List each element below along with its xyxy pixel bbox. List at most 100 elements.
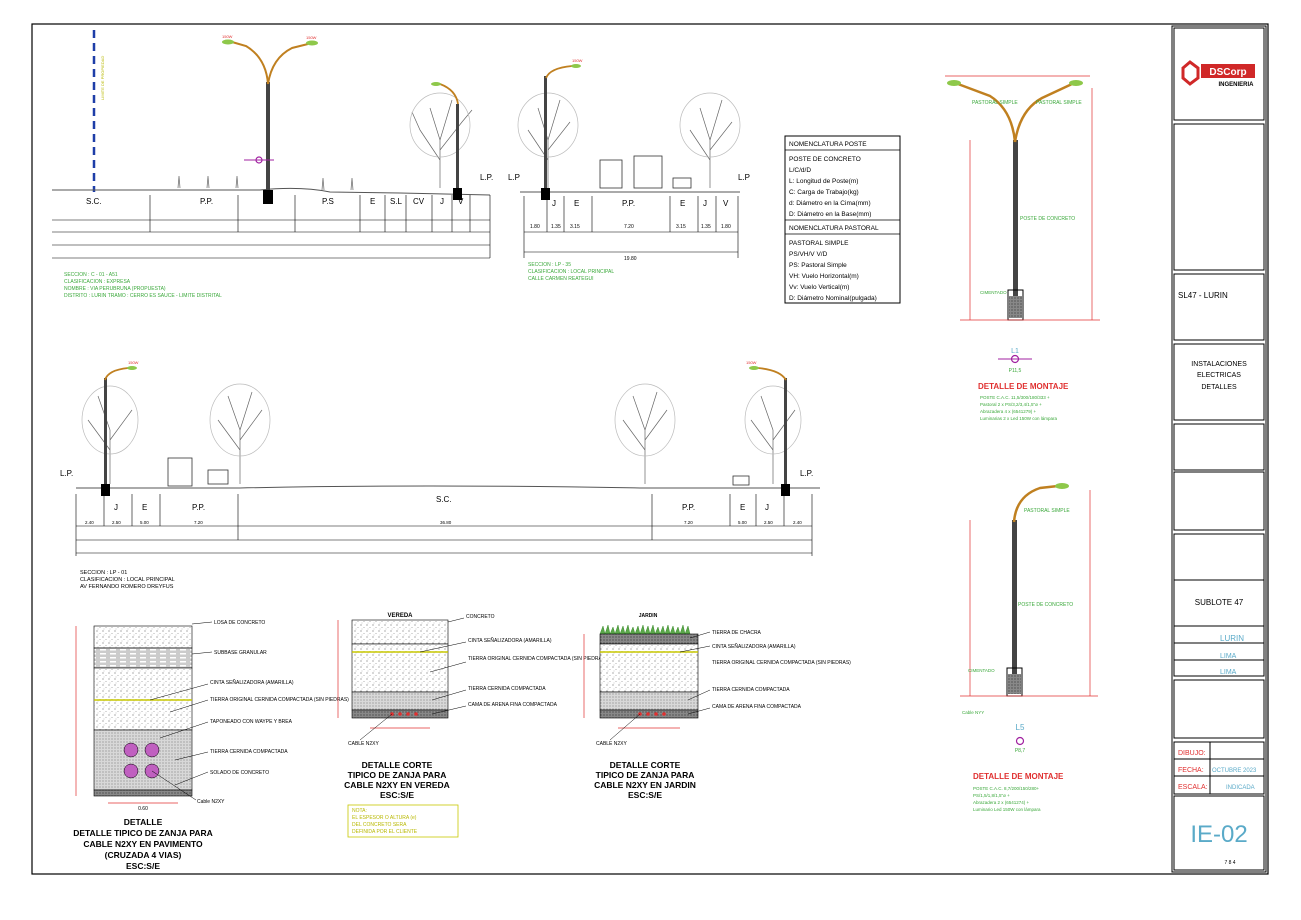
svg-text:CABLE N2XY EN VEREDA: CABLE N2XY EN VEREDA — [344, 780, 450, 790]
svg-text:150W: 150W — [128, 360, 139, 365]
svg-text:PS/1,5/1,8/1,5"ø +: PS/1,5/1,8/1,5"ø + — [973, 793, 1010, 798]
svg-text:L: Longitud de Poste(m): L: Longitud de Poste(m) — [789, 178, 858, 185]
escala-value: INDICADA — [1226, 785, 1255, 791]
svg-text:ESC:S/E: ESC:S/E — [380, 790, 414, 800]
svg-text:Luminarias 2 x Led 150W con lá: Luminarias 2 x Led 150W con lámpara — [980, 416, 1058, 421]
svg-text:CLASIFICACION : EXPRESA: CLASIFICACION : EXPRESA — [64, 279, 131, 285]
svg-text:P.P.: P.P. — [200, 197, 213, 206]
svg-text:2.50: 2.50 — [112, 520, 121, 525]
svg-text:JARDIN: JARDIN — [639, 613, 658, 619]
svg-text:DETALLE CORTE: DETALLE CORTE — [362, 760, 433, 770]
mount-detail-2: PASTORAL SIMPLE POSTE DE CONCRETO CIMENT… — [960, 483, 1098, 812]
svg-text:CAMA DE ARENA FINA COMPACTADA: CAMA DE ARENA FINA COMPACTADA — [468, 702, 558, 708]
svg-text:CABLE N2XY EN PAVIMENTO: CABLE N2XY EN PAVIMENTO — [83, 839, 203, 849]
sheet-border — [31, 23, 1269, 875]
svg-text:P.S: P.S — [322, 197, 334, 206]
svg-text:CV: CV — [413, 197, 425, 206]
svg-text:CINTA SEÑALIZADORA (AMARILLA): CINTA SEÑALIZADORA (AMARILLA) — [210, 679, 294, 686]
svg-text:d: Diámetro en la Cima(mm): d: Diámetro en la Cima(mm) — [789, 200, 871, 207]
svg-text:2.40: 2.40 — [793, 520, 802, 525]
svg-text:J: J — [114, 503, 118, 512]
sheet-count: 7 8 4 — [1224, 860, 1235, 866]
svg-text:CABLE N2XY: CABLE N2XY — [596, 741, 628, 747]
svg-text:CIMENTADO: CIMENTADO — [980, 290, 1007, 295]
svg-text:POSTE DE CONCRETO: POSTE DE CONCRETO — [1020, 216, 1075, 222]
nomenclature-table: NOMENCLATURA POSTE POSTE DE CONCRETO L/C… — [784, 135, 901, 304]
svg-text:19.80: 19.80 — [624, 256, 637, 262]
svg-text:P11,5: P11,5 — [1009, 368, 1022, 374]
svg-text:V: V — [723, 199, 729, 208]
svg-text:CIMENTADO: CIMENTADO — [968, 668, 995, 673]
svg-text:LIMITE DE PROPIEDAD: LIMITE DE PROPIEDAD — [100, 56, 105, 100]
svg-text:PASTORAL SIMPLE: PASTORAL SIMPLE — [789, 240, 849, 247]
svg-text:7.20: 7.20 — [684, 520, 693, 525]
fecha-label: FECHA: — [1178, 767, 1204, 774]
svg-text:TIERRA CERNIDA COMPACTADA: TIERRA CERNIDA COMPACTADA — [210, 749, 288, 755]
svg-text:D: Diámetro Nominal(pulgada): D: Diámetro Nominal(pulgada) — [789, 295, 877, 302]
svg-text:5.00: 5.00 — [140, 520, 149, 525]
svg-text:POSTE DE CONCRETO: POSTE DE CONCRETO — [1018, 602, 1073, 608]
svg-text:PS/VH/V V/D: PS/VH/V V/D — [789, 251, 828, 258]
department-value: LIMA — [1220, 669, 1237, 676]
svg-text:NOMENCLATURA POSTE: NOMENCLATURA POSTE — [789, 141, 867, 148]
svg-text:EL ESPESOR O ALTURA (e): EL ESPESOR O ALTURA (e) — [352, 815, 417, 821]
svg-text:P8,7: P8,7 — [1015, 748, 1026, 754]
svg-text:150W: 150W — [222, 34, 233, 39]
svg-text:SECCION : LP - 35: SECCION : LP - 35 — [528, 262, 571, 268]
svg-text:Abrazadera 2 x (6541274) +: Abrazadera 2 x (6541274) + — [973, 800, 1030, 805]
svg-text:CINTA SEÑALIZADORA (AMARILLA): CINTA SEÑALIZADORA (AMARILLA) — [712, 643, 796, 650]
svg-text:ESC:S/E: ESC:S/E — [628, 790, 662, 800]
logo-subtext: INGENIERIA — [1218, 82, 1254, 88]
svg-text:NOMBRE : VIA PERUBRUNA (PROP: NOMBRE : VIA PERUBRUNA (PROPUESTA) — [64, 286, 166, 292]
svg-text:TIERRA ORIGINAL CERNIDA COMPAC: TIERRA ORIGINAL CERNIDA COMPACTADA (SIN … — [712, 660, 851, 666]
svg-text:7.20: 7.20 — [194, 520, 203, 525]
svg-text:1.80: 1.80 — [530, 224, 540, 230]
svg-text:36.80: 36.80 — [440, 520, 452, 525]
svg-text:DISTRITO : LURIN TRAMO : CERRO: DISTRITO : LURIN TRAMO : CERRO ES SAUCE … — [64, 293, 222, 299]
svg-text:L.P.: L.P. — [480, 173, 493, 182]
svg-text:J: J — [440, 197, 444, 206]
svg-text:SOLADO DE CONCRETO: SOLADO DE CONCRETO — [210, 770, 269, 776]
svg-text:TIERRA CERNIDA COMPACTADA: TIERRA CERNIDA COMPACTADA — [468, 686, 546, 692]
svg-text:TAPONEADO CON WAYPE Y BREA: TAPONEADO CON WAYPE Y BREA — [210, 719, 293, 725]
svg-text:2.50: 2.50 — [764, 520, 773, 525]
mount-detail-1: PASTORAL SIMPLE PASTORAL SIMPLE POSTE DE… — [945, 75, 1100, 421]
top-left-caption: SECCION : C - 01 - A51 CLASIFICACION : E… — [64, 272, 222, 299]
svg-text:DETALLE DE MONTAJE: DETALLE DE MONTAJE — [973, 772, 1064, 781]
svg-text:INSTALACIONES: INSTALACIONES — [1191, 361, 1247, 368]
svg-text:SECCION : LP - 01: SECCION : LP - 01 — [80, 570, 127, 576]
svg-text:V: V — [458, 197, 464, 206]
svg-text:Abrazadera 4 x (6541279) +: Abrazadera 4 x (6541279) + — [980, 409, 1037, 414]
svg-text:E: E — [370, 197, 375, 206]
svg-text:Cable NYY: Cable NYY — [962, 710, 984, 715]
svg-text:PS: Pastoral Simple: PS: Pastoral Simple — [789, 262, 847, 269]
sheet-code: IE-02 — [1190, 821, 1247, 848]
svg-text:S.L: S.L — [390, 197, 403, 206]
svg-text:CINTA SEÑALIZADORA (AMARILLA): CINTA SEÑALIZADORA (AMARILLA) — [468, 637, 552, 644]
svg-text:CABLE N2XY: CABLE N2XY — [348, 741, 380, 747]
svg-text:E: E — [574, 199, 579, 208]
svg-text:CLASIFICACION : LOCAL PRINCIPA: CLASIFICACION : LOCAL PRINCIPAL — [528, 269, 614, 275]
svg-text:J: J — [765, 503, 769, 512]
top-left-road-section: LIMITE DE PROPIEDAD 150W 150W — [52, 30, 491, 259]
logo-text: DSCorp — [1209, 67, 1246, 78]
top-mid-band-labels: L.P L.P J E P.P. E J V — [508, 173, 750, 208]
svg-text:CALLE CARMEN REATEGUI: CALLE CARMEN REATEGUI — [528, 276, 593, 282]
svg-text:TIERRA ORIGINAL CERNIDA COMPAC: TIERRA ORIGINAL CERNIDA COMPACTADA (SIN … — [468, 656, 607, 662]
svg-text:VEREDA: VEREDA — [387, 613, 413, 619]
svg-text:E: E — [142, 503, 147, 512]
escala-label: ESCALA: — [1178, 784, 1208, 791]
svg-text:VH: Vuelo Horizontal(m): VH: Vuelo Horizontal(m) — [789, 273, 859, 280]
svg-text:P.P.: P.P. — [192, 503, 205, 512]
svg-text:POSTE C.A.C. 11,5/300/180/333: POSTE C.A.C. 11,5/300/180/333 + — [980, 395, 1050, 400]
svg-text:150W: 150W — [746, 360, 757, 365]
top-left-band-labels: S.C. P.P. P.S E S.L CV J V L.P. — [86, 173, 493, 206]
svg-text:E: E — [740, 503, 745, 512]
svg-text:DEL CONCRETO SERA: DEL CONCRETO SERA — [352, 822, 407, 828]
svg-text:J: J — [552, 199, 556, 208]
bottom-caption: SECCION : LP - 01 CLASIFICACION : LOCAL … — [80, 570, 175, 590]
svg-text:150W: 150W — [572, 58, 583, 63]
svg-text:NOMENCLATURA PASTORAL: NOMENCLATURA PASTORAL — [789, 225, 879, 232]
svg-text:ELECTRICAS: ELECTRICAS — [1197, 372, 1241, 379]
svg-text:L.P: L.P — [738, 173, 750, 182]
